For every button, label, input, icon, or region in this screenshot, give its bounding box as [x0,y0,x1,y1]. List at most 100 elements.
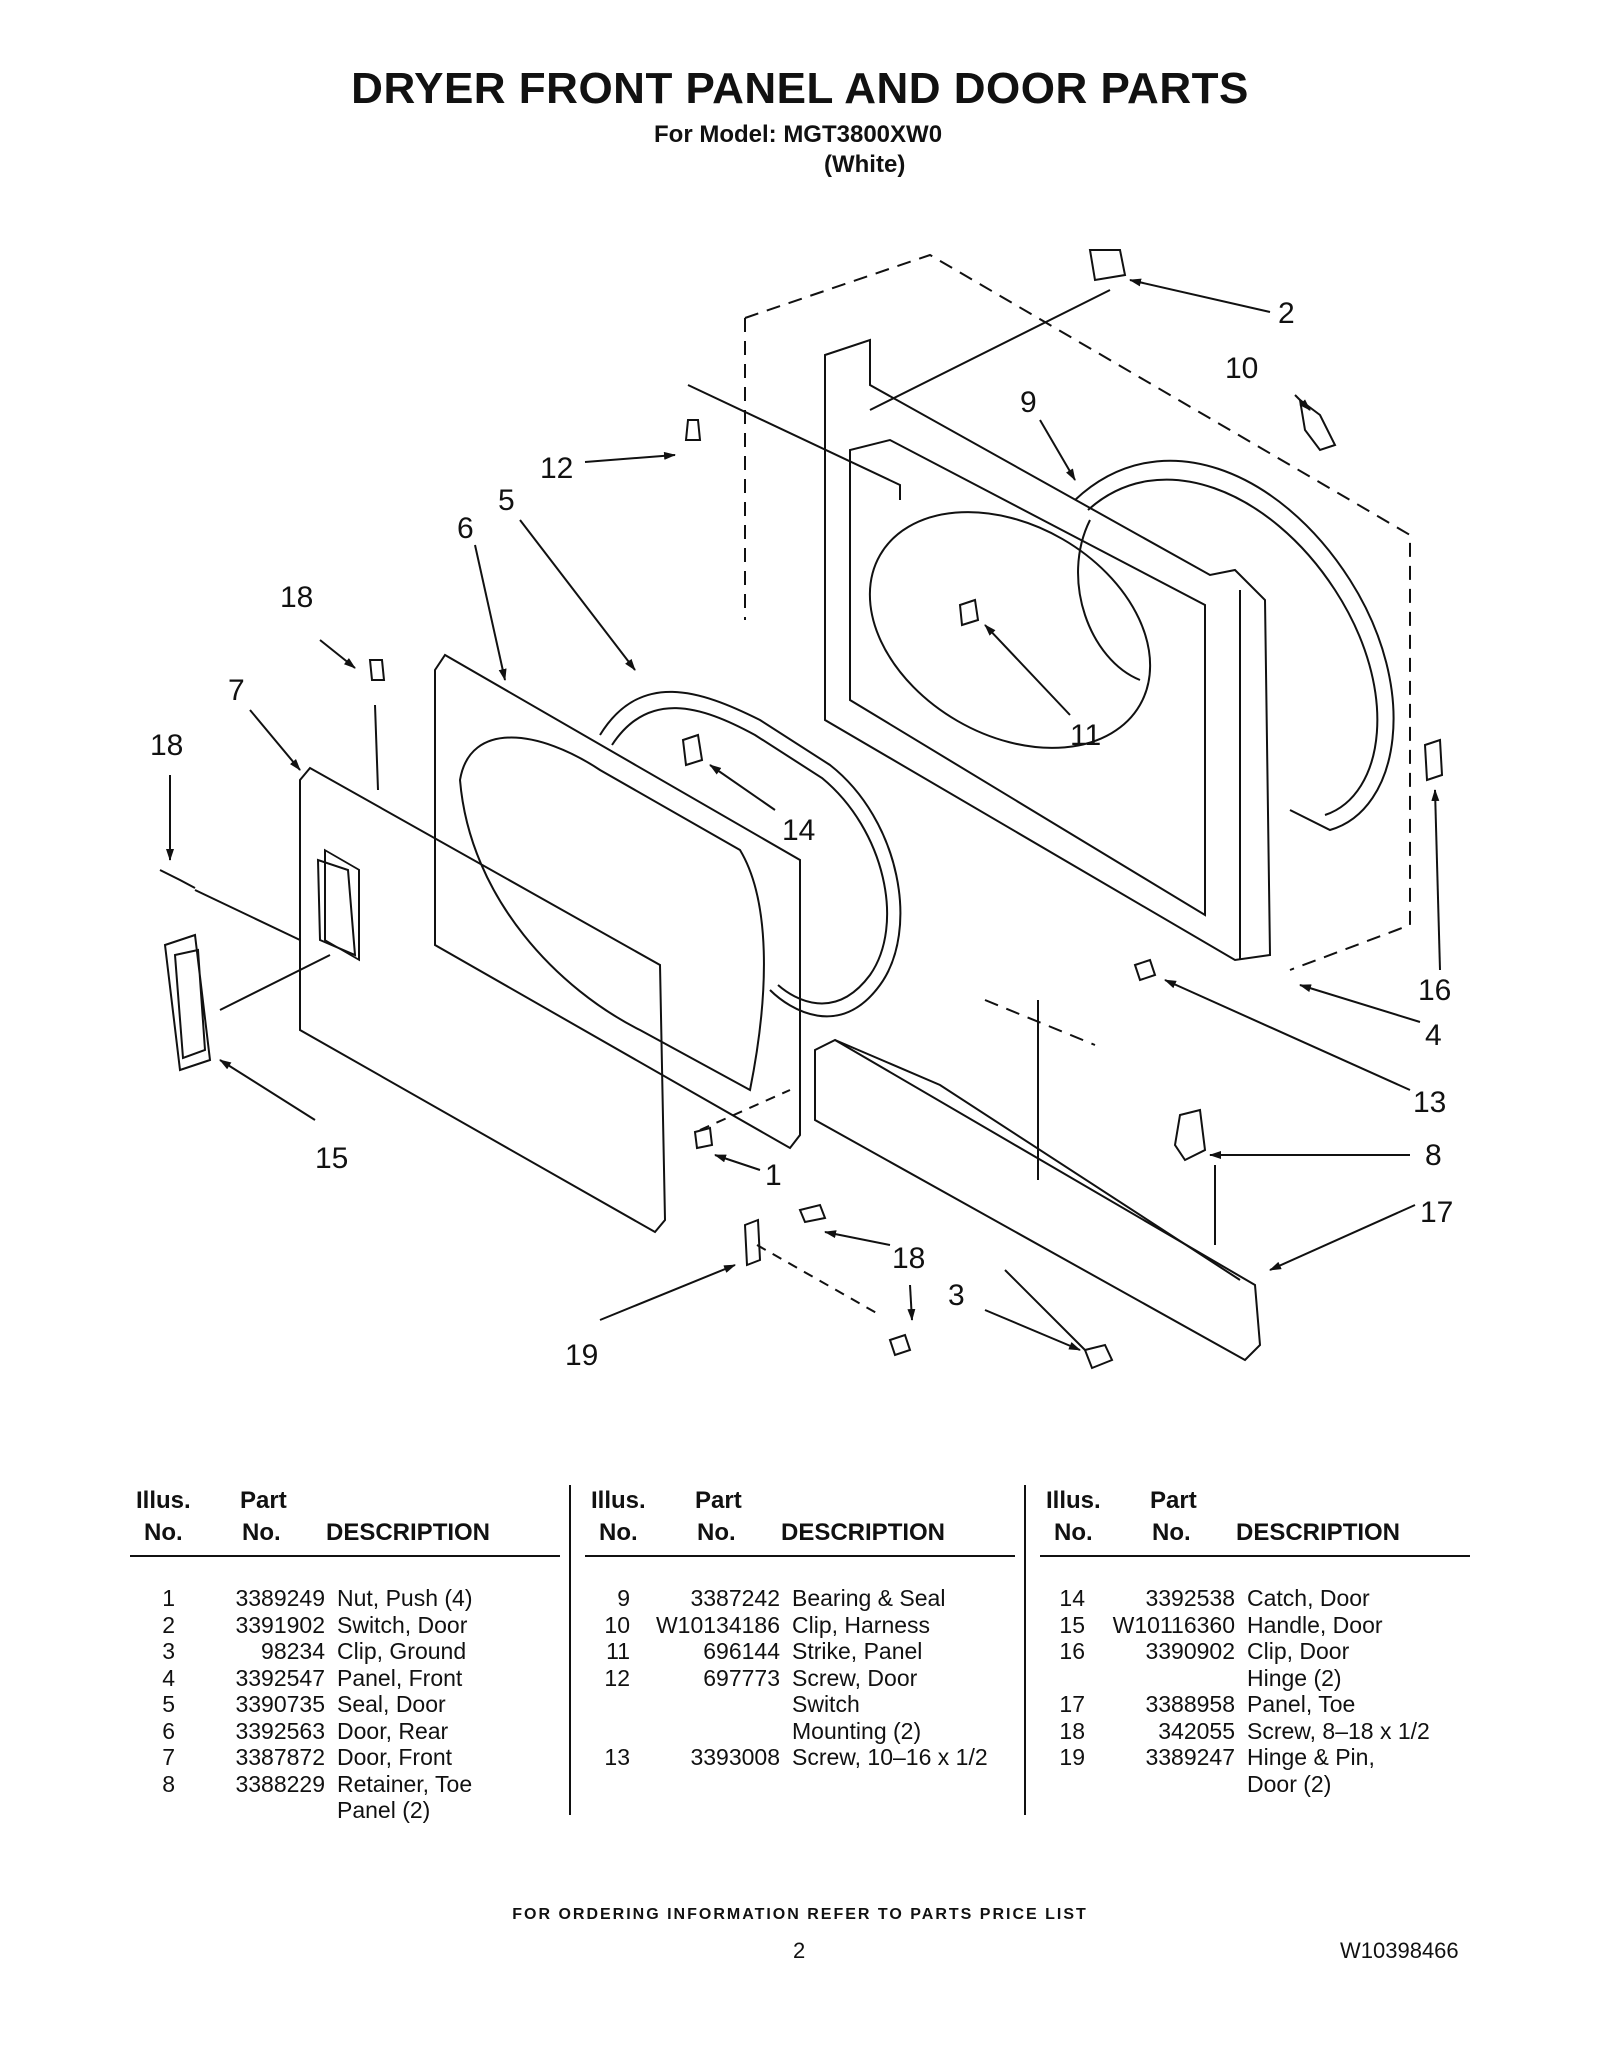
illus-number: 9 [617,1585,630,1611]
header-illus: Illus. [136,1487,191,1514]
header-illus-no: No. [144,1519,183,1546]
part-description: Clip, Door Hinge (2) [1247,1638,1350,1691]
callout-4: 4 [1425,1019,1442,1052]
harness-clip-part [1298,397,1337,452]
header-part-no: No. [697,1519,736,1546]
illus-number: 16 [1059,1638,1085,1664]
panel-strike-part [958,598,980,627]
callout-16: 16 [1418,974,1451,1007]
part-number: 3388229 [235,1770,325,1797]
illus-number: 7 [162,1744,175,1770]
part-description: Switch, Door [337,1611,468,1638]
callout-6: 6 [457,512,474,545]
part-description: Door, Rear [337,1717,449,1744]
table-header: Illus. No. Part No. DESCRIPTION [585,1485,1015,1557]
table-row: 18 342055 Screw, 8–18 x 1/2 [1040,1718,1470,1745]
callout-14: 14 [782,814,815,847]
callout-19: 19 [565,1339,598,1372]
part-description: Panel, Toe [1247,1691,1356,1717]
part-description: Retainer, Toe Panel (2) [337,1770,473,1824]
screw-18b [159,869,196,889]
illus-number: 10 [604,1611,630,1638]
ground-clip-part [1083,1343,1114,1370]
callout-18c: 18 [892,1242,925,1275]
header-description: DESCRIPTION [1236,1519,1401,1546]
model-color: (White) [824,151,906,178]
ordering-footer: FOR ORDERING INFORMATION REFER TO PARTS … [512,1906,1088,1923]
callout-13: 13 [1413,1086,1446,1119]
table-row: 3 98234 Clip, Ground [130,1638,560,1665]
cabinet-outline [744,253,1411,1046]
hinge-pin-part [743,1218,762,1267]
part-description: Screw, 8–18 x 1/2 [1247,1717,1430,1744]
part-description: Hinge & Pin, Door (2) [1247,1744,1375,1797]
part-number: 3392563 [235,1717,325,1744]
illus-number: 6 [162,1717,175,1744]
callout-5: 5 [498,484,515,517]
header-part: Part [240,1487,287,1514]
part-description: Bearing & Seal [792,1585,946,1611]
illus-number: 12 [604,1664,630,1691]
illus-number: 17 [1059,1691,1085,1717]
model-number: For Model: MGT3800XW0 [654,121,943,148]
door-catch-part [681,733,704,767]
table-row: 6 3392563 Door, Rear [130,1718,560,1745]
illus-number: 13 [604,1744,630,1770]
part-description: Seal, Door [337,1691,446,1717]
front-door-part [299,766,667,1234]
front-panel-part [824,338,1272,962]
table-header: Illus. No. Part No. DESCRIPTION [1040,1485,1470,1557]
exploded-parts-diagram: 1 2 3 4 5 6 7 8 9 10 11 12 13 14 15 16 1… [150,249,1453,1372]
model-info: For Model: MGT3800XW0 (White) [654,120,942,180]
header-illus-no: No. [1054,1519,1093,1546]
rear-door-part [434,653,801,1150]
part-number: 3390902 [1145,1638,1235,1664]
part-description: Catch, Door [1247,1585,1370,1611]
retainer-part [1173,1108,1207,1162]
header-description: DESCRIPTION [781,1519,946,1546]
callout-3: 3 [948,1279,965,1312]
header-description: DESCRIPTION [326,1519,491,1546]
illus-number: 5 [162,1691,175,1717]
illus-number: 18 [1059,1717,1085,1744]
table-header: Illus. No. Part No. DESCRIPTION [130,1485,560,1557]
callout-11: 11 [1070,719,1101,752]
callout-17: 17 [1420,1196,1453,1229]
callout-8: 8 [1425,1139,1442,1172]
illus-number: 14 [1059,1585,1085,1611]
part-description: Panel, Front [337,1664,463,1691]
door-handle-part [163,933,212,1072]
part-description: Clip, Harness [792,1611,931,1638]
part-number: 3389247 [1145,1744,1235,1770]
part-number: 342055 [1158,1717,1235,1744]
illus-number: 4 [162,1664,175,1691]
callout-2: 2 [1278,297,1295,330]
part-number: 98234 [261,1638,325,1664]
header-illus-no: No. [599,1519,638,1546]
part-description: Clip, Ground [337,1638,467,1664]
header-part-no: No. [242,1519,281,1546]
illus-number: 19 [1059,1744,1085,1770]
header-illus: Illus. [1046,1487,1101,1514]
document-number: W10398466 [1340,1938,1459,1963]
part-number: 3389249 [235,1585,325,1611]
illus-number: 1 [162,1585,175,1611]
part-number: 3387872 [235,1744,325,1770]
push-nut-part [693,1126,714,1150]
part-number: 696144 [703,1638,780,1664]
page-number: 2 [793,1938,806,1963]
table-row: 16 3390902 Clip, Door Hinge (2) [1040,1638,1470,1691]
callout-7: 7 [228,674,245,707]
illus-number: 3 [162,1638,175,1664]
part-description: Door, Front [337,1744,453,1770]
callout-1: 1 [765,1159,782,1192]
